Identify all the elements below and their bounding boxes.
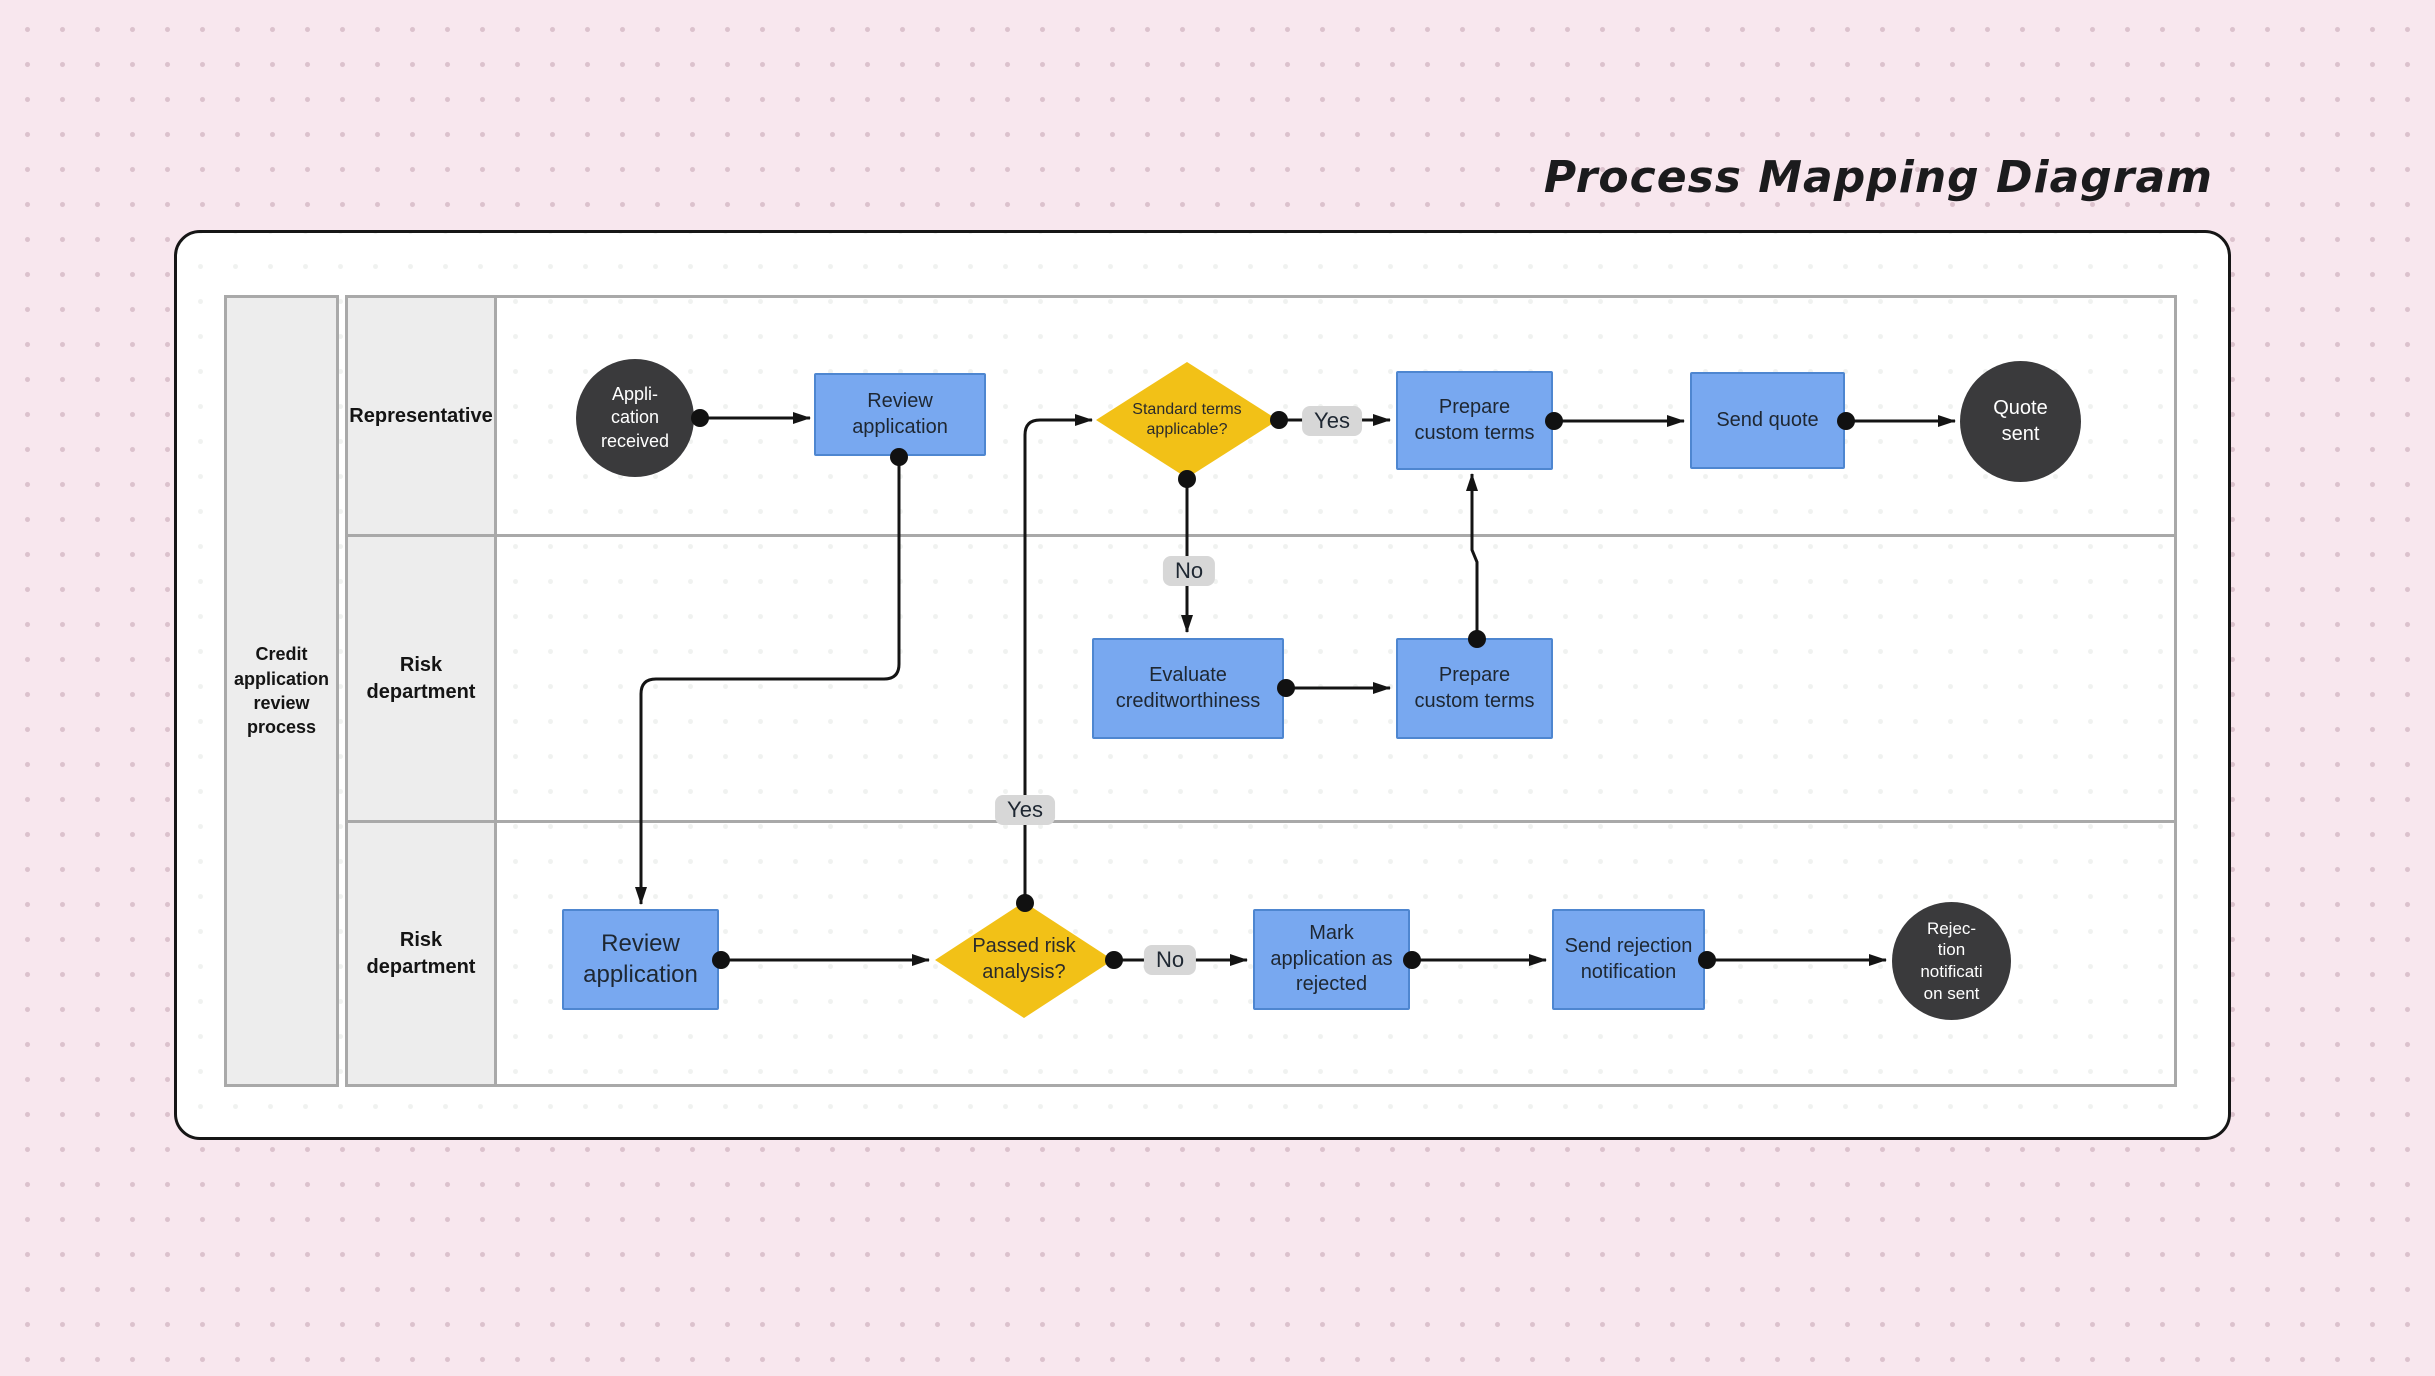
task-label: Send quote — [1716, 408, 1819, 431]
task-mark-application-rejected[interactable]: Mark application as rejected — [1253, 909, 1410, 1010]
task-label: Review application — [583, 929, 698, 988]
task-send-quote[interactable]: Send quote — [1690, 372, 1845, 469]
edge-label-yes-passed-risk[interactable]: Yes — [995, 795, 1055, 825]
task-label: Evaluate creditworthiness — [1115, 663, 1261, 712]
decision-label: Standard terms applicable? — [1132, 400, 1242, 438]
task-label: Mark application as rejected — [1270, 922, 1393, 996]
lane-header-risk-department-2[interactable]: Risk department — [348, 823, 497, 1084]
task-review-application-risk[interactable]: Review application — [562, 909, 719, 1010]
task-prepare-custom-terms-risk[interactable]: Prepare custom terms — [1396, 638, 1553, 739]
lane-body-representative — [497, 298, 2174, 537]
lane-header-risk-department-1[interactable]: Risk department — [348, 537, 497, 823]
swimlane-table: Credit application review process Repres… — [224, 295, 2177, 1087]
start-node-application-received[interactable]: Appli- cation received — [576, 359, 694, 477]
edge-label-no-passed-risk[interactable]: No — [1143, 945, 1197, 975]
process-label-cell[interactable]: Credit application review process — [224, 295, 339, 1087]
lane-header-label: Risk department — [366, 928, 476, 978]
end-node-quote-sent[interactable]: Quote sent — [1960, 361, 2081, 482]
process-label: Credit application review process — [233, 644, 329, 738]
lane-header-label: Representative — [349, 404, 493, 427]
lanes-table: Representative Risk department Risk depa… — [345, 295, 2177, 1087]
edge-label-no-standard-terms[interactable]: No — [1162, 556, 1216, 586]
page-title: Process Mapping Diagram — [1543, 152, 2213, 203]
task-review-application-rep[interactable]: Review application — [814, 373, 986, 456]
lane-header-representative[interactable]: Representative — [348, 298, 497, 537]
end-node-rejection-notification-sent[interactable]: Rejec- tion notificati on sent — [1892, 902, 2011, 1020]
task-prepare-custom-terms-rep[interactable]: Prepare custom terms — [1396, 371, 1553, 470]
task-evaluate-creditworthiness[interactable]: Evaluate creditworthiness — [1092, 638, 1284, 739]
decision-label: Passed risk analysis? — [972, 935, 1076, 983]
task-label: Prepare custom terms — [1414, 663, 1535, 712]
lane-body-risk-department-1 — [497, 537, 2174, 823]
task-label: Send rejection notification — [1564, 934, 1693, 983]
edge-label-yes-standard-terms[interactable]: Yes — [1302, 406, 1362, 436]
task-label: Prepare custom terms — [1414, 395, 1535, 444]
task-label: Review application — [852, 389, 948, 438]
lane-header-label: Risk department — [366, 653, 476, 703]
task-send-rejection-notification[interactable]: Send rejection notification — [1552, 909, 1705, 1010]
